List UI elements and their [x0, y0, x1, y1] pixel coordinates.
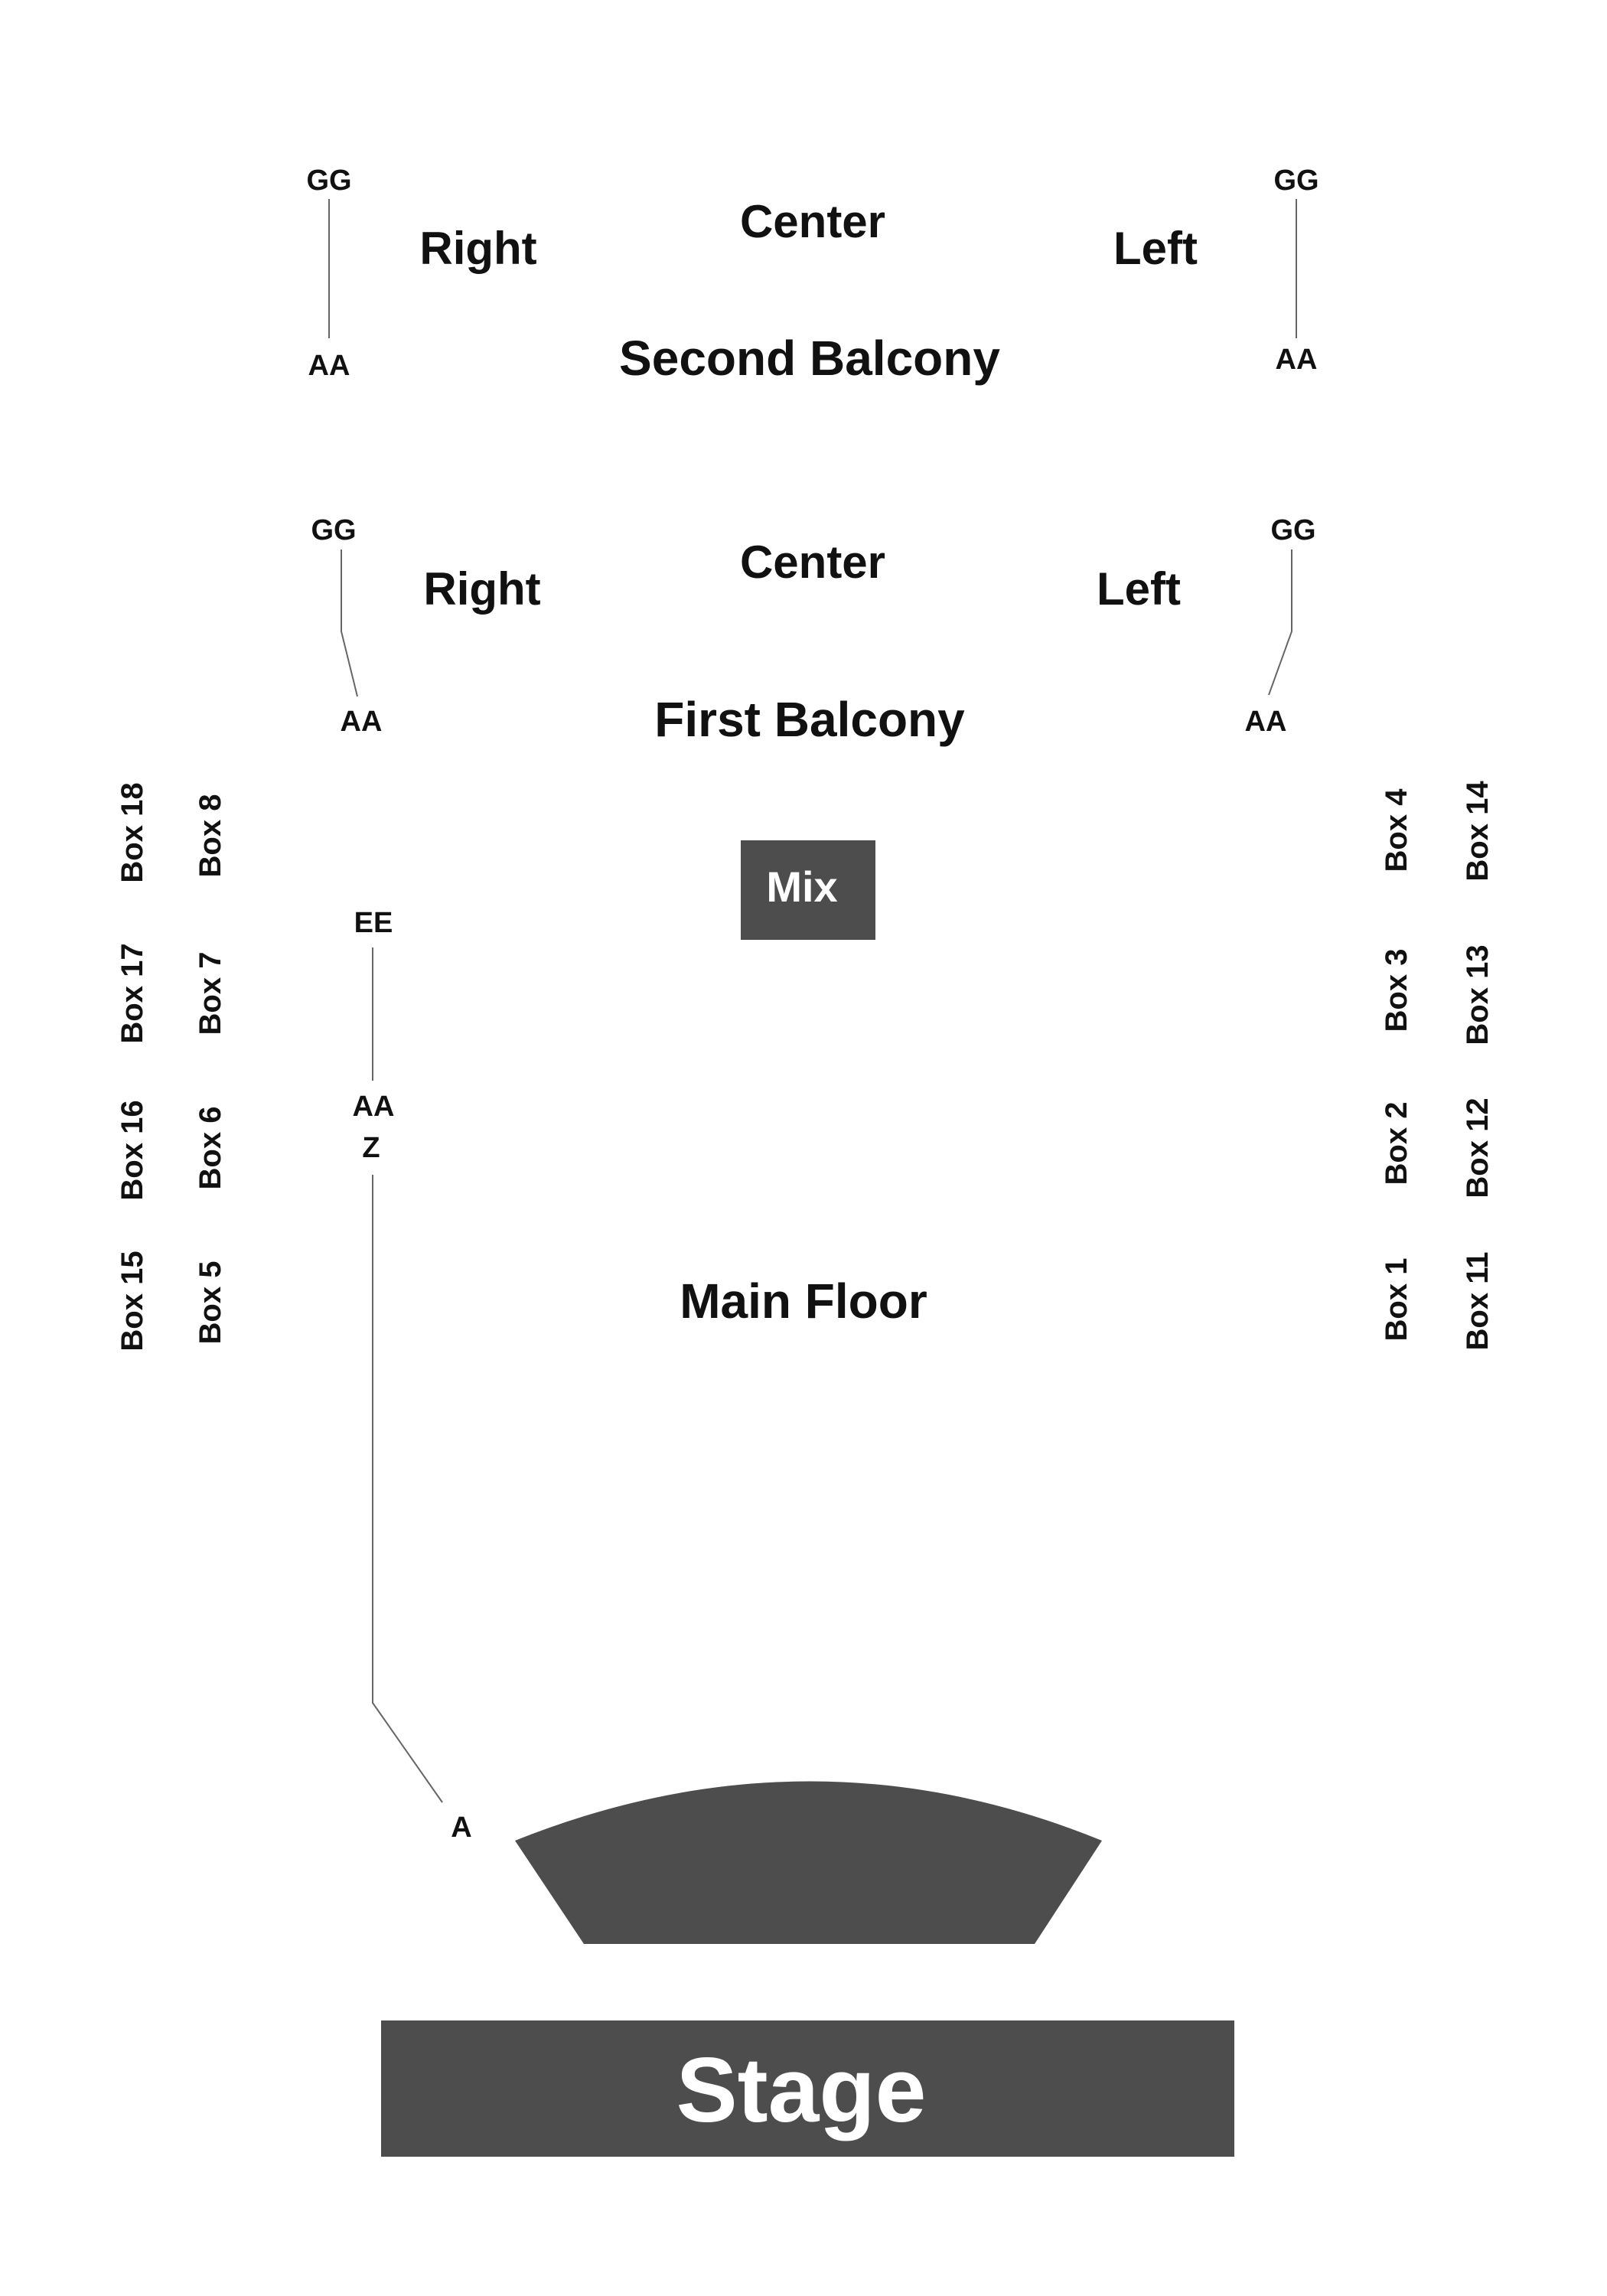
- boxes-right-inner: Box 4 Box 3 Box 2 Box 1: [1380, 788, 1413, 1342]
- first-balcony-right-label: Right: [423, 563, 540, 615]
- first-balcony-section[interactable]: GG AA Right Center Left First Balcony GG…: [311, 514, 1315, 747]
- first-balcony-left-top-row: GG: [1270, 514, 1315, 546]
- box-2[interactable]: Box 2: [1380, 1102, 1413, 1186]
- box-12[interactable]: Box 12: [1461, 1097, 1495, 1198]
- box-17[interactable]: Box 17: [116, 943, 149, 1043]
- main-floor-row-ee: EE: [354, 907, 393, 939]
- second-balcony-right-top-row: GG: [306, 165, 351, 197]
- first-balcony-right-top-row: GG: [311, 514, 356, 546]
- second-balcony-center-label: Center: [740, 196, 885, 247]
- first-balcony-left-bottom-row: AA: [1245, 706, 1287, 738]
- boxes-left-inner: Box 8 Box 7 Box 6 Box 5: [194, 794, 227, 1345]
- second-balcony-left-label: Left: [1113, 223, 1198, 274]
- box-18[interactable]: Box 18: [116, 782, 149, 882]
- box-14[interactable]: Box 14: [1461, 781, 1495, 882]
- main-floor-section[interactable]: EE AA Z A Main Floor: [353, 907, 927, 1844]
- main-floor-row-a: A: [451, 1812, 471, 1844]
- second-balcony-right-bottom-row: AA: [308, 350, 350, 382]
- stage: Stage: [381, 2020, 1234, 2157]
- box-11[interactable]: Box 11: [1461, 1252, 1495, 1351]
- mix-label: Mix: [766, 863, 837, 911]
- box-6[interactable]: Box 6: [194, 1107, 227, 1190]
- second-balcony-section[interactable]: GG AA Right Center Left Second Balcony G…: [306, 165, 1319, 386]
- main-floor-lower-row-line: [372, 1175, 443, 1803]
- main-floor-row-aa: AA: [353, 1091, 395, 1123]
- first-balcony-right-bottom-row: AA: [341, 706, 383, 738]
- orchestra-pit: [515, 1781, 1102, 1944]
- first-balcony-right-row-line: [341, 550, 358, 697]
- stage-label: Stage: [676, 2039, 927, 2141]
- box-4[interactable]: Box 4: [1380, 788, 1413, 872]
- box-1[interactable]: Box 1: [1380, 1258, 1413, 1342]
- stage-rect: [381, 2020, 1234, 2157]
- box-5[interactable]: Box 5: [194, 1261, 227, 1345]
- box-3[interactable]: Box 3: [1380, 949, 1413, 1032]
- mix-booth-rect: [741, 840, 875, 940]
- box-7[interactable]: Box 7: [194, 952, 227, 1035]
- main-floor-row-z: Z: [362, 1132, 380, 1164]
- box-16[interactable]: Box 16: [116, 1100, 149, 1200]
- box-8[interactable]: Box 8: [194, 794, 227, 878]
- boxes-right-outer: Box 14 Box 13 Box 12 Box 11: [1461, 781, 1495, 1351]
- second-balcony-title: Second Balcony: [619, 331, 1000, 386]
- first-balcony-center-label: Center: [740, 536, 885, 588]
- second-balcony-right-label: Right: [419, 223, 536, 274]
- boxes-left-outer: Box 18 Box 17 Box 16 Box 15: [116, 782, 149, 1351]
- second-balcony-left-bottom-row: AA: [1276, 344, 1318, 376]
- second-balcony-left-top-row: GG: [1273, 165, 1319, 197]
- mix-booth: Mix: [741, 840, 875, 940]
- box-15[interactable]: Box 15: [116, 1251, 149, 1351]
- first-balcony-left-row-line: [1268, 550, 1292, 696]
- first-balcony-title: First Balcony: [654, 692, 965, 747]
- main-floor-title: Main Floor: [680, 1274, 927, 1329]
- first-balcony-left-label: Left: [1097, 563, 1181, 615]
- box-13[interactable]: Box 13: [1461, 944, 1495, 1045]
